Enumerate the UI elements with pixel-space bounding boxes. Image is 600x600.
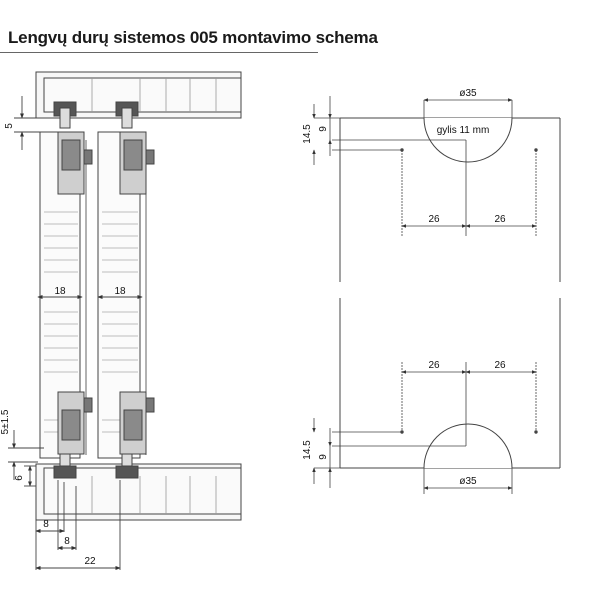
bottom-dia-label: ø35 [459, 476, 477, 487]
top-rail [35, 71, 242, 119]
top-bracket-left [53, 101, 93, 195]
top-bracket-right [115, 101, 155, 195]
top-depth-note: gylis 11 mm [437, 125, 490, 136]
dim-guide-gap: 5±1.5 [0, 409, 11, 434]
bottom-bracket-right [115, 391, 155, 479]
top-v-14-5: 14.5 [302, 124, 313, 144]
title-underline [0, 52, 318, 53]
top-h-right: 26 [494, 214, 506, 225]
bottom-h-right: 26 [494, 360, 506, 371]
bottom-h-left: 26 [428, 360, 440, 371]
bottom-mount-block [312, 298, 561, 494]
top-dia-label: ø35 [459, 88, 477, 99]
top-v-9: 9 [318, 126, 329, 132]
bottom-bracket-left [53, 391, 93, 479]
dim-offset-8a: 8 [43, 519, 49, 530]
bottom-rail [35, 463, 242, 521]
dim-top-gap: 5 [4, 123, 15, 129]
dim-offset-8b: 8 [64, 536, 70, 547]
dim-panel-width-2: 18 [114, 286, 126, 297]
right-drawing: ø35 gylis 11 mm 9 14.5 26 26 [302, 88, 561, 494]
top-mount-block [312, 96, 561, 282]
dim-bottom-height: 6 [14, 475, 25, 481]
dim-panel-width-1: 18 [54, 286, 66, 297]
bottom-v-9: 9 [318, 454, 329, 460]
dim-total-22: 22 [84, 556, 96, 567]
left-drawing: 5 18 18 5±1.5 6 8 8 22 [0, 71, 242, 571]
bottom-v-14-5: 14.5 [302, 440, 313, 460]
page-title: Lengvų durų sistemos 005 montavimo schem… [8, 28, 378, 47]
left-dimension-lines [8, 96, 143, 571]
top-h-left: 26 [428, 214, 440, 225]
